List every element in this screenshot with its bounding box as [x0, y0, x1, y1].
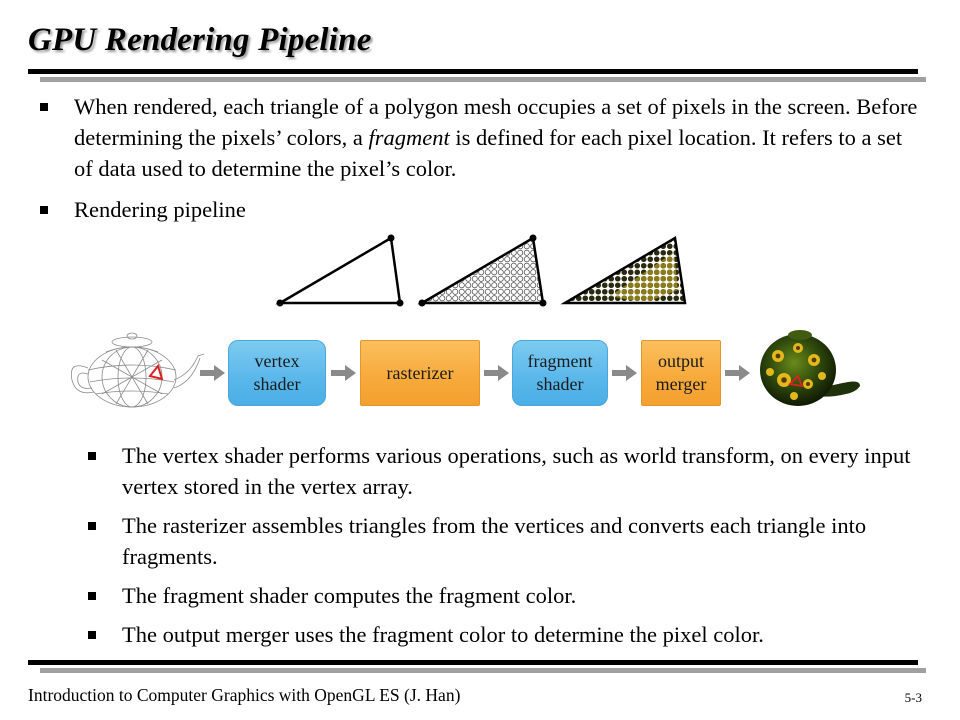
triangle-colored-fragments [560, 235, 687, 305]
title-rule-gray [40, 77, 926, 82]
stage-label: output merger [656, 350, 707, 396]
stage-output-merger: output merger [641, 340, 721, 406]
footer-course-title: Introduction to Computer Graphics with O… [28, 685, 461, 705]
slide-title: GPU Rendering Pipeline [28, 22, 372, 58]
sub-bullet-text: The output merger uses the fragment colo… [122, 622, 764, 647]
pipeline-arrow-icon [612, 365, 637, 381]
footer-rule-black [28, 660, 918, 665]
stage-label-line1: output [657, 351, 704, 371]
bullet-text: When rendered, each triangle of a polygo… [74, 91, 920, 184]
bullet-rendering-pipeline: Rendering pipeline [40, 194, 920, 225]
title-rule-black [28, 69, 918, 74]
stage-label-line1: fragment [527, 351, 593, 371]
pipeline-arrow-icon [484, 365, 509, 381]
sub-bullet-text: The fragment shader computes the fragmen… [122, 583, 577, 608]
triangle-stages-figure [275, 234, 687, 307]
bullet-text-prefix: When rendered, each triangle of a polygo… [74, 94, 918, 150]
bullet-fragment-definition: When rendered, each triangle of a polygo… [40, 91, 920, 184]
stage-label-line2: shader [536, 374, 584, 394]
teapot-wireframe-icon [70, 332, 205, 408]
stage-label: fragment shader [528, 350, 593, 396]
sub-bullet-text: The vertex shader performs various opera… [122, 443, 911, 499]
square-bullet-icon [40, 206, 48, 214]
stage-label-line2: shader [253, 374, 301, 394]
sub-bullet-text: The rasterizer assembles triangles from … [122, 513, 867, 569]
stage-rasterizer: rasterizer [360, 340, 480, 406]
teapot-textured-icon [760, 330, 860, 406]
bullet-text: Rendering pipeline [74, 197, 246, 222]
footer-page-number: 5-3 [904, 690, 922, 705]
stage-label: vertex shader [254, 350, 301, 396]
square-bullet-icon [40, 103, 48, 111]
pipeline-arrow-icon [725, 365, 750, 381]
pipeline-arrow-icon [331, 365, 356, 381]
triangle-rasterized [417, 234, 547, 307]
square-bullet-icon [88, 452, 96, 460]
stage-vertex-shader: vertex shader [228, 340, 326, 406]
square-bullet-icon [88, 631, 96, 639]
square-bullet-icon [88, 522, 96, 530]
bullet-text-suffix: is defined for each pixel location. It r… [74, 125, 903, 181]
sub-bullet-vertex-shader: The vertex shader performs various opera… [88, 440, 918, 502]
stage-fragment-shader: fragment shader [512, 340, 608, 406]
stage-label: rasterizer [386, 362, 454, 383]
sub-bullet-rasterizer: The rasterizer assembles triangles from … [88, 510, 918, 572]
pipeline-arrow-icon [200, 365, 225, 381]
stage-label-line1: vertex [254, 351, 300, 371]
triangle-outline [275, 234, 404, 307]
sub-bullet-fragment-shader: The fragment shader computes the fragmen… [88, 580, 918, 611]
footer-rule-gray [40, 668, 926, 673]
bullet-text-emphasis: fragment [368, 125, 450, 150]
stage-label-line2: merger [655, 374, 707, 394]
square-bullet-icon [88, 592, 96, 600]
sub-bullet-output-merger: The output merger uses the fragment colo… [88, 619, 918, 650]
